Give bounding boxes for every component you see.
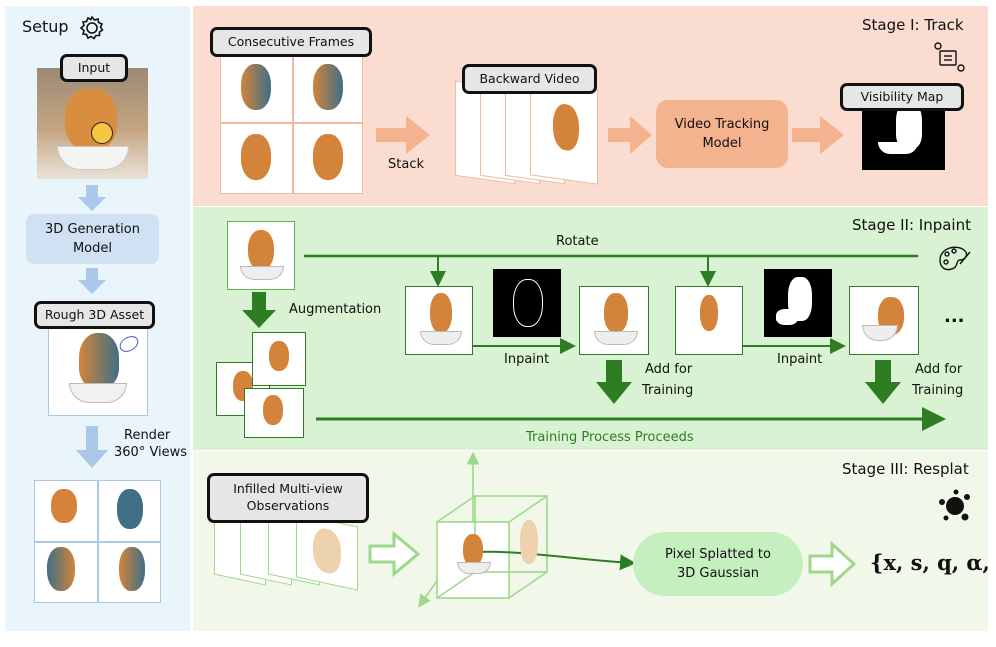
add-training-arrow-2	[865, 360, 901, 404]
to-model-arrow	[608, 116, 652, 154]
stack-label: Stack	[388, 157, 424, 172]
add-training-2a: Add for	[915, 362, 963, 377]
stage1-title: Stage I: Track	[862, 16, 964, 34]
consecutive-frames-label: Consecutive Frames	[210, 27, 372, 57]
training-proceeds-label: Training Process Proceeds	[526, 430, 694, 445]
augmentation-label: Augmentation	[289, 302, 382, 317]
rotated-view-2	[675, 286, 743, 355]
inpaint-label-2: Inpaint	[777, 352, 823, 367]
setup-arrow-2	[78, 268, 106, 294]
rough-asset-image	[48, 318, 148, 416]
to-formula-arrow	[808, 540, 857, 588]
gen-model-box: 3D Generation Model	[26, 214, 159, 264]
rough-asset-label: Rough 3D Asset	[34, 301, 155, 329]
cube-cat-image	[455, 532, 491, 578]
cube-back-view	[520, 520, 538, 564]
visibility-map-label: Visibility Map	[840, 83, 964, 111]
add-training-2b: Training	[912, 383, 964, 398]
rotated-view-1	[405, 286, 473, 355]
add-training-1a: Add for	[645, 362, 693, 377]
rotate-label: Rotate	[556, 234, 599, 249]
setup-arrow-3	[76, 426, 108, 468]
setup-arrow-1	[78, 185, 106, 211]
add-training-1b: Training	[642, 383, 694, 398]
render-views-grid	[34, 480, 161, 603]
add-training-arrow-1	[596, 360, 632, 404]
mask-image-2	[764, 269, 832, 337]
render-label-1: Render	[124, 428, 171, 443]
input-image	[37, 68, 148, 179]
splat-ray	[475, 550, 636, 571]
obs-to-cube-arrow	[368, 530, 421, 578]
splatted-box: Pixel Splatted to 3D Gaussian	[633, 532, 803, 596]
render-label-2: 360° Views	[114, 445, 188, 460]
input-label: Input	[60, 54, 128, 82]
mask-image-1	[493, 269, 561, 337]
inpainted-view-2	[849, 286, 919, 355]
augmentation-arrow	[242, 292, 276, 328]
stage2-title: Stage II: Inpaint	[852, 216, 971, 234]
continuation-ellipsis: ...	[944, 306, 965, 327]
observations-label: Infilled Multi-view Observations	[207, 473, 369, 523]
tracking-model-box: Video Tracking Model	[656, 100, 788, 168]
gaussian-params-formula: {x, s, q, α, c}	[870, 550, 996, 575]
stage2-source-image	[227, 221, 295, 290]
setup-title: Setup	[22, 17, 69, 36]
stage3-title: Stage III: Resplat	[842, 460, 969, 478]
to-vismap-arrow	[792, 116, 844, 154]
backward-video-label: Backward Video	[462, 64, 597, 94]
inpaint-label-1: Inpaint	[504, 352, 550, 367]
stack-arrow	[376, 116, 430, 154]
consecutive-frames-grid	[220, 53, 363, 194]
inpainted-view-1	[579, 286, 649, 355]
